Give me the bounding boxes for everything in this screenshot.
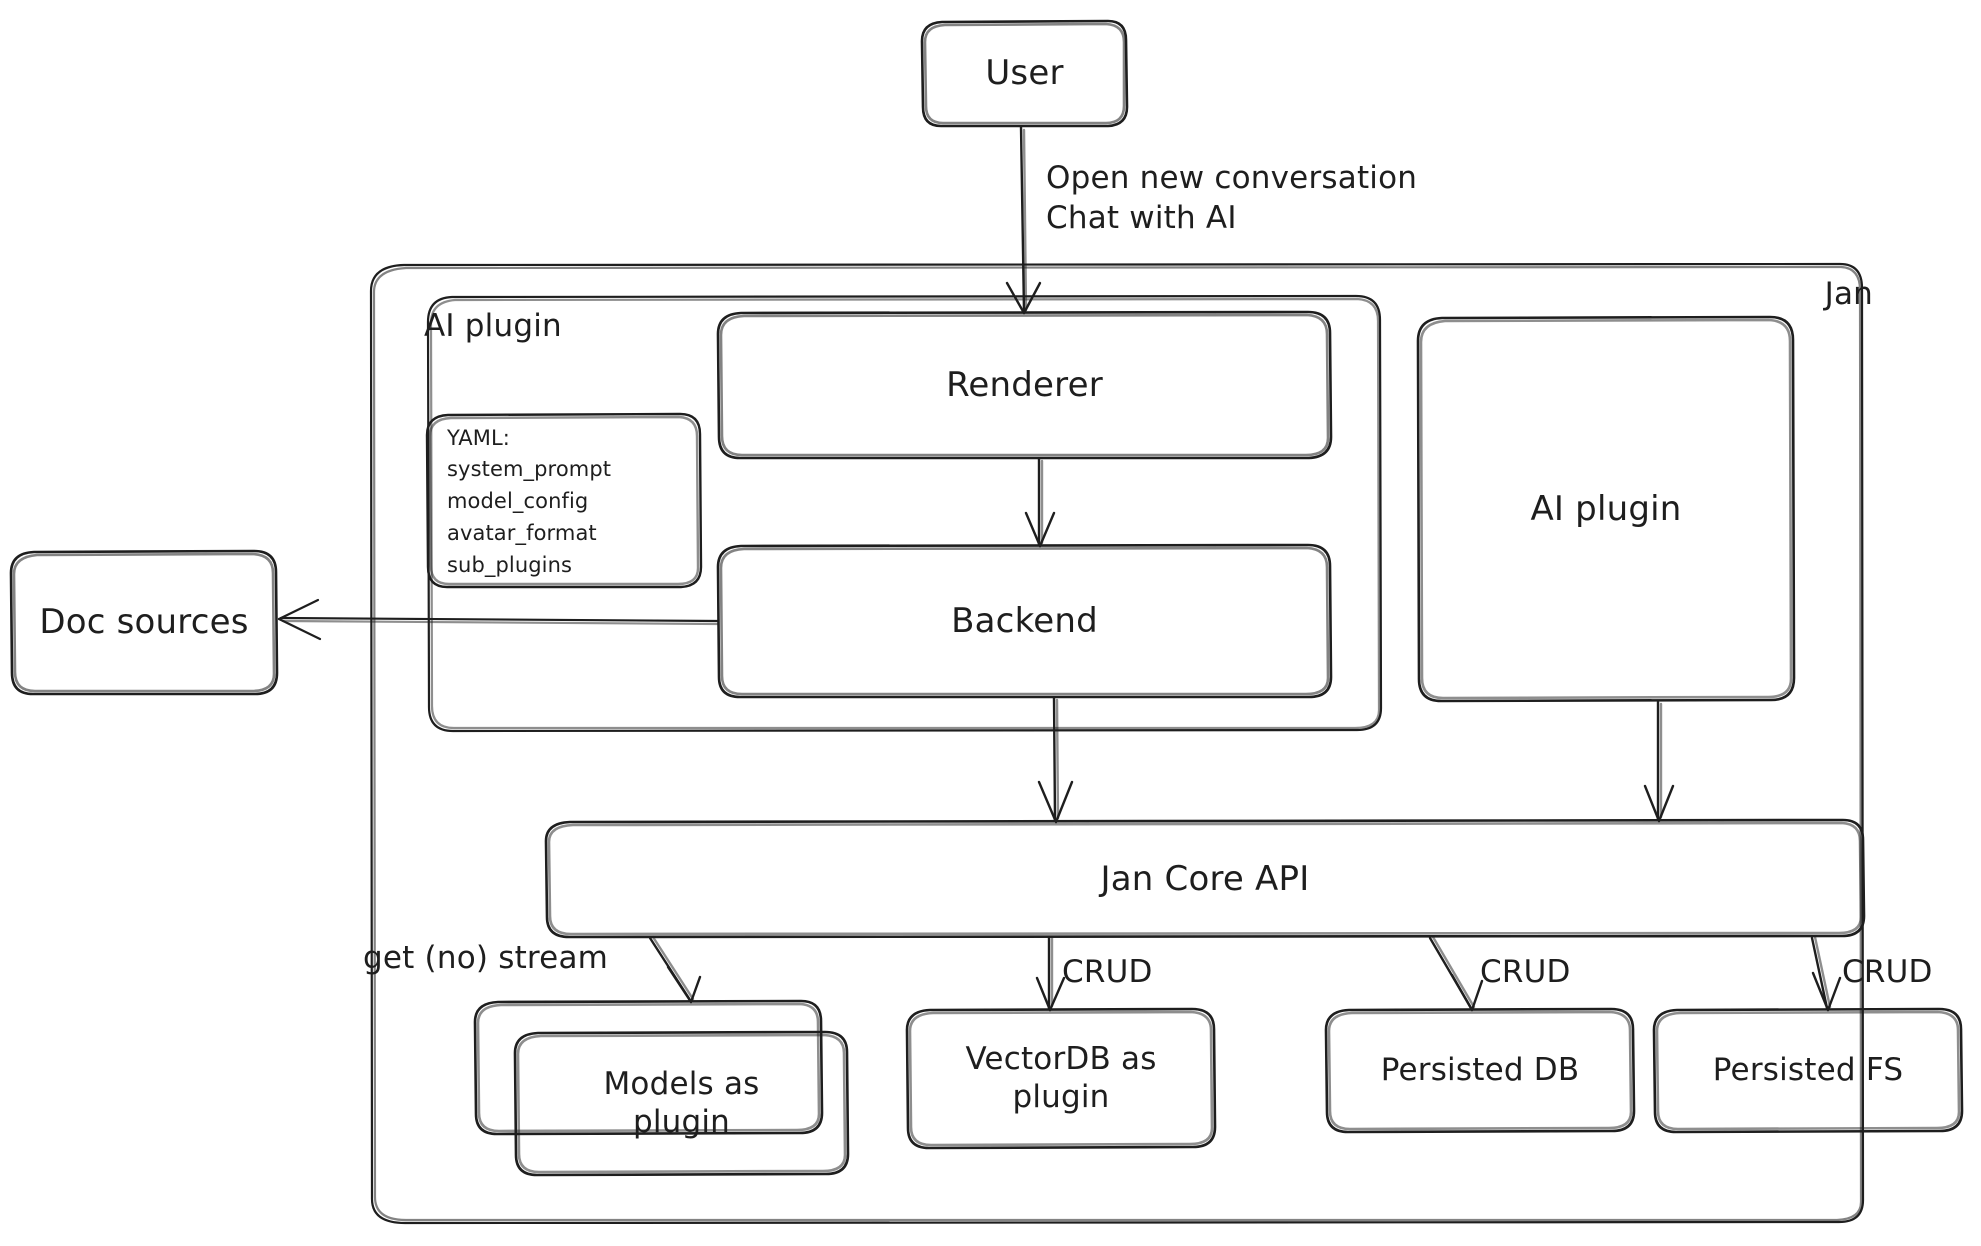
user-node[interactable]: User	[985, 53, 1064, 94]
persisted-fs-node[interactable]: Persisted FS	[1712, 1052, 1904, 1089]
backend-node[interactable]: Backend	[951, 600, 1098, 641]
yaml-card-heading: YAML:	[447, 426, 510, 450]
jan-core-api-node[interactable]: Jan Core API	[1100, 858, 1310, 899]
arrow-core-to-persisted-fs	[1810, 935, 1842, 1012]
yaml-card-item-model-config: model_config	[447, 489, 589, 513]
edge-label-crud-persisted-db: CRUD	[1480, 954, 1571, 990]
yaml-card-item-sub-plugins: sub_plugins	[447, 553, 573, 577]
jan-container-label: Jan	[1824, 276, 1873, 312]
yaml-card-item-system-prompt: system_prompt	[447, 457, 612, 481]
persisted-db-node[interactable]: Persisted DB	[1380, 1052, 1580, 1089]
ai-plugin-right-node[interactable]: AI plugin	[1530, 488, 1682, 529]
edge-label-open-new-conversation: Open new conversation Chat with AI	[1046, 160, 1418, 237]
yaml-card-item-avatar-format: avatar_format	[447, 521, 597, 545]
models-as-plugin-node[interactable]: Models as plugin	[603, 1066, 760, 1140]
arrow-renderer-to-backend	[1024, 457, 1056, 548]
edge-label-crud-vectordb: CRUD	[1062, 954, 1153, 990]
arrow-core-to-persisted-db	[1428, 935, 1484, 1012]
arrow-user-to-renderer	[1005, 125, 1042, 315]
doc-sources-node[interactable]: Doc sources	[39, 602, 249, 643]
ai-plugin-group-label: AI plugin	[424, 308, 562, 344]
edge-label-crud-persisted-fs: CRUD	[1842, 954, 1933, 990]
arrow-ai-plugin-to-core	[1643, 700, 1675, 823]
arrow-core-to-models	[648, 935, 702, 1004]
arrow-backend-to-doc-sources	[277, 598, 720, 641]
vectordb-as-plugin-node[interactable]: VectorDB as plugin	[965, 1041, 1157, 1115]
edge-label-get-no-stream: get (no) stream	[363, 940, 609, 976]
renderer-node[interactable]: Renderer	[946, 364, 1103, 405]
arrow-backend-to-core	[1037, 696, 1074, 824]
arrow-core-to-vectordb	[1035, 936, 1066, 1012]
